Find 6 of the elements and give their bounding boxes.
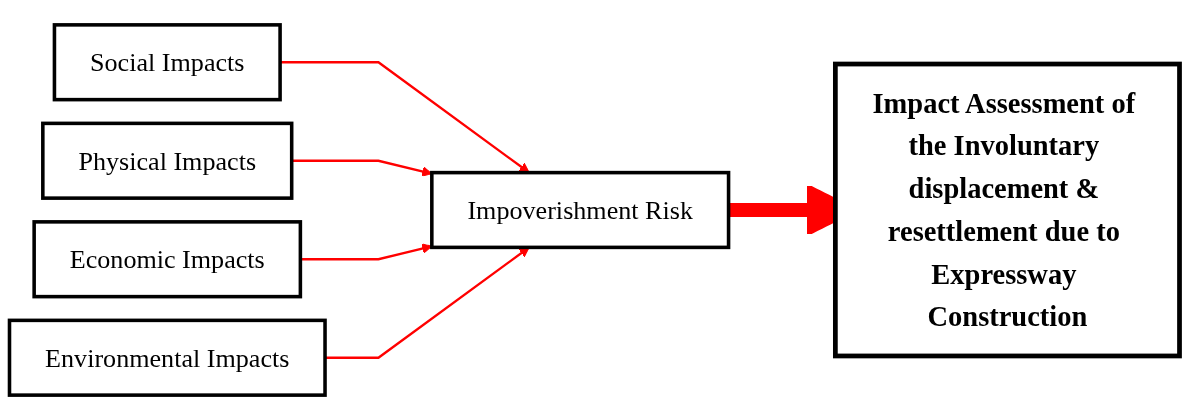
node-box: Impoverishment Risk: [430, 170, 731, 250]
node-box: Impact Assessment of the Involuntary displacement & resettlement due to Expressway Construction: [833, 61, 1182, 359]
node-box: Social Impacts: [52, 23, 282, 102]
node-box: Economic Impacts: [32, 220, 303, 299]
node-box: Environmental Impacts: [7, 318, 327, 397]
node-box: Physical Impacts: [41, 121, 294, 200]
